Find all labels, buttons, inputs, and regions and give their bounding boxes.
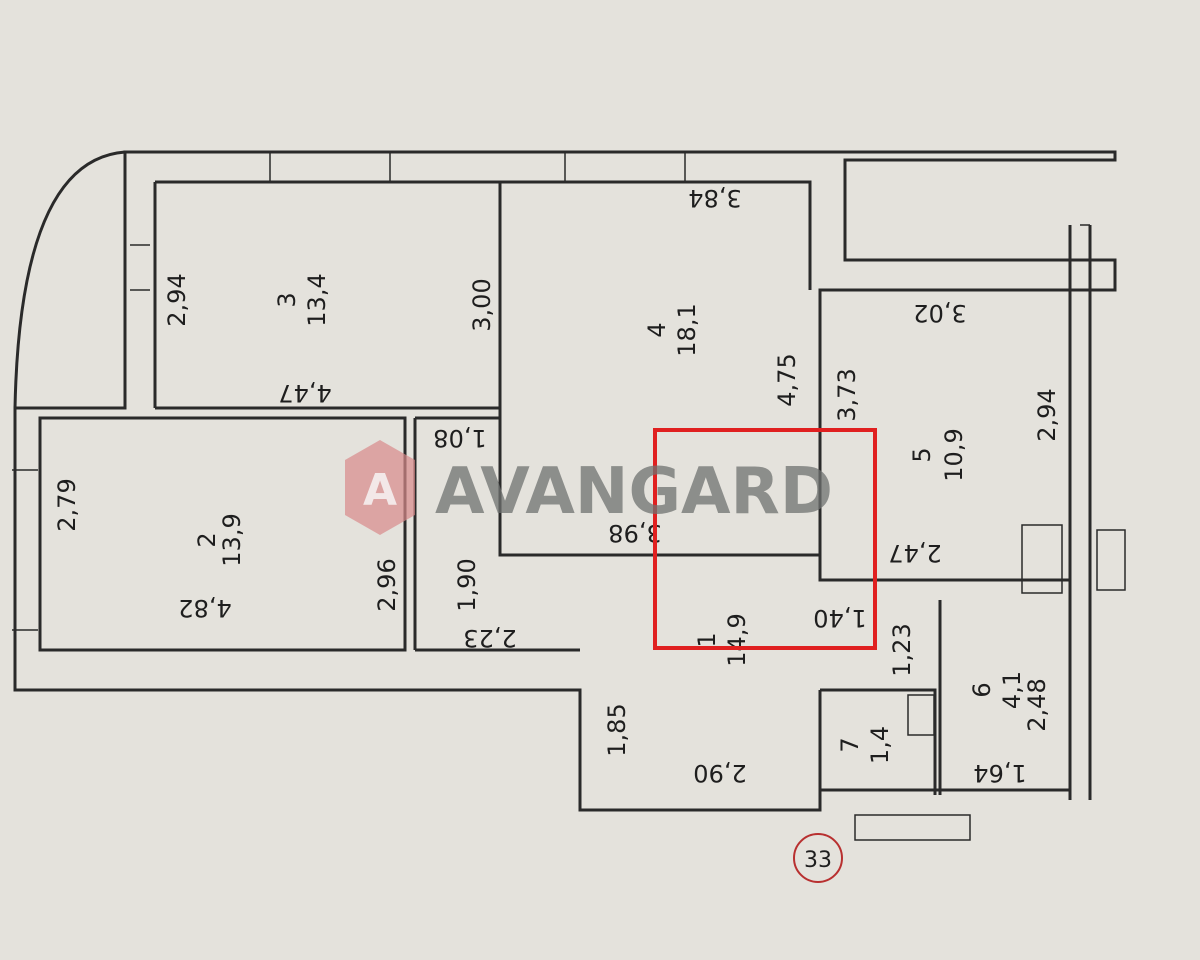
- room-labels: 1 14,9 2 13,9 3 13,4 4 18,1 5 10,9 6 4,1…: [193, 273, 1026, 764]
- dimension: 2,90: [693, 759, 746, 787]
- room-6-number: 6: [968, 682, 996, 697]
- ventilation-shaft: [1021, 524, 1063, 594]
- highlight-frame: [653, 428, 877, 650]
- apartment-number-badge: 33: [793, 833, 843, 883]
- room-4-area: 18,1: [673, 303, 701, 356]
- walls: [12, 150, 1126, 841]
- dimension: 1,08: [433, 424, 486, 452]
- room-6-area: 4,1: [998, 671, 1026, 709]
- dimension: 1,64: [973, 759, 1026, 787]
- ventilation-shaft: [907, 694, 935, 736]
- room-3-area: 13,4: [303, 273, 331, 326]
- room-2-area: 13,9: [218, 513, 246, 566]
- room-5-number: 5: [908, 447, 936, 462]
- dimension: 2,23: [463, 624, 516, 652]
- dimension: 2,47: [888, 539, 941, 567]
- room-7-area: 1,4: [866, 726, 894, 764]
- room-1-number: 1: [693, 632, 721, 647]
- watermark: A AVANGARD: [345, 440, 833, 535]
- dimension: 2,96: [373, 558, 401, 611]
- watermark-text: AVANGARD: [435, 455, 833, 529]
- room-7-number: 7: [836, 737, 864, 752]
- svg-text:A: A: [363, 465, 397, 516]
- room-5-area: 10,9: [940, 428, 968, 481]
- dimension: 2,79: [53, 478, 81, 531]
- dimension: 1,40: [813, 604, 866, 632]
- watermark-logo-icon: [345, 440, 415, 535]
- room-4-number: 4: [643, 322, 671, 337]
- dimension: 1,90: [453, 558, 481, 611]
- room-1-area: 14,9: [723, 613, 751, 666]
- dimension: 3,84: [688, 184, 741, 212]
- dimension: 3,02: [913, 299, 966, 327]
- apartment-number: 33: [804, 848, 832, 873]
- dimension: 1,23: [888, 623, 916, 676]
- dimension: 4,75: [773, 353, 801, 406]
- dimension: 3,00: [468, 278, 496, 331]
- room-3-number: 3: [273, 292, 301, 307]
- dimension: 2,94: [1033, 388, 1061, 441]
- dimension: 4,82: [178, 594, 231, 622]
- dimension: 3,98: [608, 519, 661, 547]
- ventilation-shaft: [1096, 529, 1126, 591]
- dimension: 1,85: [603, 703, 631, 756]
- dimension-labels: 2,79 4,82 2,96 2,94 4,47 3,00 1,08 1,90 …: [53, 184, 1061, 787]
- dimension: 2,94: [163, 273, 191, 326]
- dimension: 4,47: [278, 379, 331, 407]
- dimension: 2,48: [1023, 678, 1051, 731]
- dimension: 3,73: [833, 368, 861, 421]
- room-2-number: 2: [193, 532, 221, 547]
